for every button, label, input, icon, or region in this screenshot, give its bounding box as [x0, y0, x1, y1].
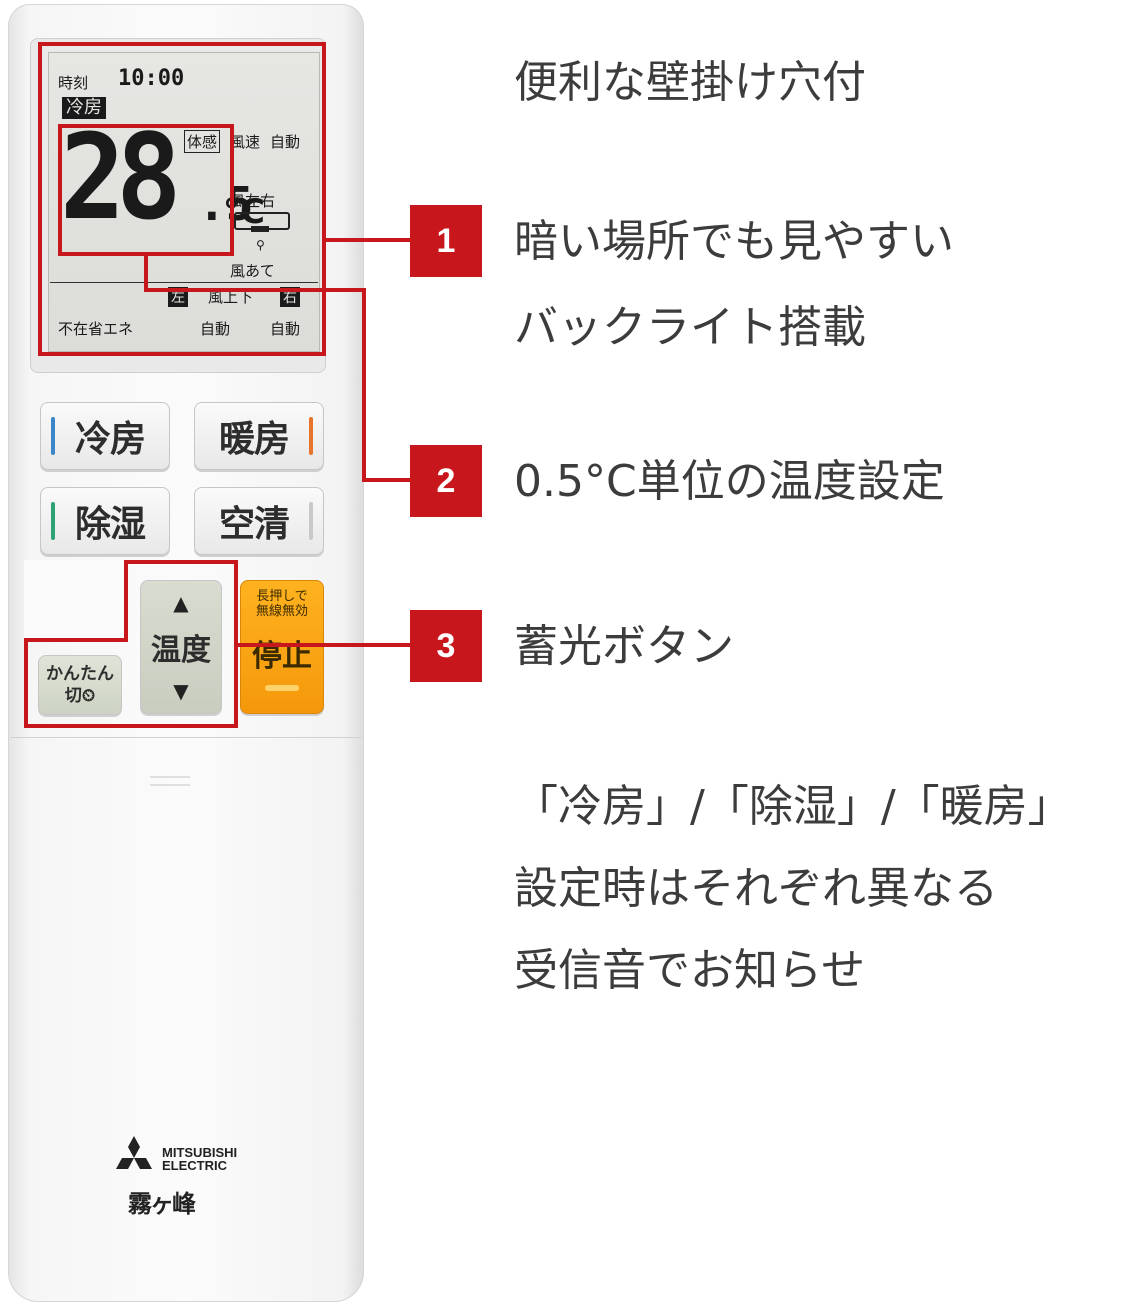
callout-2-line [144, 254, 148, 290]
lcd-temperature-decimal: .5 [198, 177, 254, 231]
lcd-kaze-ate: 風あて [230, 262, 275, 280]
lcd-divider [50, 282, 318, 283]
temperature-button[interactable]: ▲ 温度 ▼ [140, 580, 222, 714]
heat-button-label: 暖房 [218, 419, 290, 460]
lcd-fan-speed-value: 自動 [270, 133, 301, 151]
stop-note-2: 無線無効 [255, 604, 308, 619]
dehumidify-indicator [51, 502, 55, 540]
brand-name: MITSUBISHI ELECTRIC [162, 1146, 237, 1172]
lcd-temperature: 28 [60, 108, 182, 246]
cover-grip [150, 784, 190, 786]
temp-up-icon[interactable]: ▲ [173, 591, 189, 615]
lcd-absent-eco: 不在省エネ [58, 320, 134, 338]
stop-glow-indicator [265, 685, 299, 691]
badge-1: 1 [410, 205, 482, 277]
cover-seam [10, 737, 362, 738]
callout-2-highlight [58, 124, 234, 256]
callout-3-notch [24, 560, 128, 642]
easy-off-label-2: 切⏲ [64, 686, 96, 706]
lcd-mode: 冷房 [62, 97, 106, 119]
intro-text: 便利な壁掛け穴付 [514, 57, 866, 108]
air-clean-button-label: 空清 [218, 504, 290, 545]
lcd-clock-label: 時刻 [58, 74, 89, 92]
lcd-clock-value: 10:00 [118, 66, 185, 91]
feature-3-text: 蓄光ボタン [514, 621, 734, 672]
callout-2-line [144, 288, 366, 292]
three-diamonds-logo-icon [116, 1136, 152, 1169]
feature-1-line-2: バックライト搭載 [514, 302, 866, 353]
brand-line-2: ELECTRIC [162, 1158, 227, 1173]
air-clean-button[interactable]: 空清 [194, 487, 324, 555]
heat-button[interactable]: 暖房 [194, 402, 324, 470]
easy-off-button[interactable]: かんたん 切⏲ [38, 655, 122, 715]
dehumidify-button[interactable]: 除湿 [40, 487, 170, 555]
lcd-taikan: 体感 [184, 130, 221, 153]
callout-1-highlight [38, 42, 326, 356]
cool-indicator [51, 417, 55, 455]
lcd-display: 時刻 10:00 冷房 体感 風速 自動 28 .5 °C 風左右 ⚲ 風あて … [48, 52, 320, 352]
cool-button[interactable]: 冷房 [40, 402, 170, 470]
air-clean-indicator [309, 502, 313, 540]
lcd-vane-lr: 風左右 [230, 192, 276, 210]
lcd-fan-speed: 風速 [230, 133, 261, 151]
note-line-2: 設定時はそれぞれ異なる [514, 863, 998, 914]
lcd-vane-right: 右 [280, 287, 300, 307]
callout-2-line [362, 478, 412, 482]
vane-direction-icon [251, 226, 269, 232]
note-line-3: 受信音でお知らせ [514, 945, 866, 996]
temperature-label: 温度 [151, 633, 211, 668]
callout-3-line [238, 643, 412, 647]
lcd-auto-2: 自動 [270, 320, 301, 338]
brand-line-1: MITSUBISHI [162, 1145, 238, 1160]
person-icon: ⚲ [256, 238, 265, 252]
series-logo: 霧ヶ峰 [128, 1189, 196, 1218]
badge-3: 3 [410, 610, 482, 682]
easy-off-label-1: かんたん [46, 664, 114, 684]
cool-button-label: 冷房 [74, 419, 146, 460]
callout-3-highlight [24, 560, 238, 728]
dehumidify-button-label: 除湿 [74, 504, 146, 545]
feature-1-line-1: 暗い場所でも見やすい [514, 216, 954, 267]
lcd-vane-ud: 風上下 [208, 288, 254, 306]
feature-2-text: 0.5°C単位の温度設定 [514, 456, 945, 507]
stop-button[interactable]: 長押しで 無線無効 停止 [240, 580, 324, 714]
stop-note-1: 長押しで [256, 589, 308, 604]
cover-grip [150, 776, 190, 778]
note-line-1: 「冷房」/「除湿」/「暖房」 [514, 781, 1072, 832]
lcd-vane-left: 左 [168, 287, 188, 307]
callout-2-line [362, 288, 366, 482]
heat-indicator [309, 417, 313, 455]
temp-down-icon[interactable]: ▼ [173, 679, 189, 703]
badge-2: 2 [410, 445, 482, 517]
stop-button-label: 停止 [252, 639, 312, 674]
callout-1-line [326, 238, 412, 242]
lcd-auto-1: 自動 [200, 320, 231, 338]
